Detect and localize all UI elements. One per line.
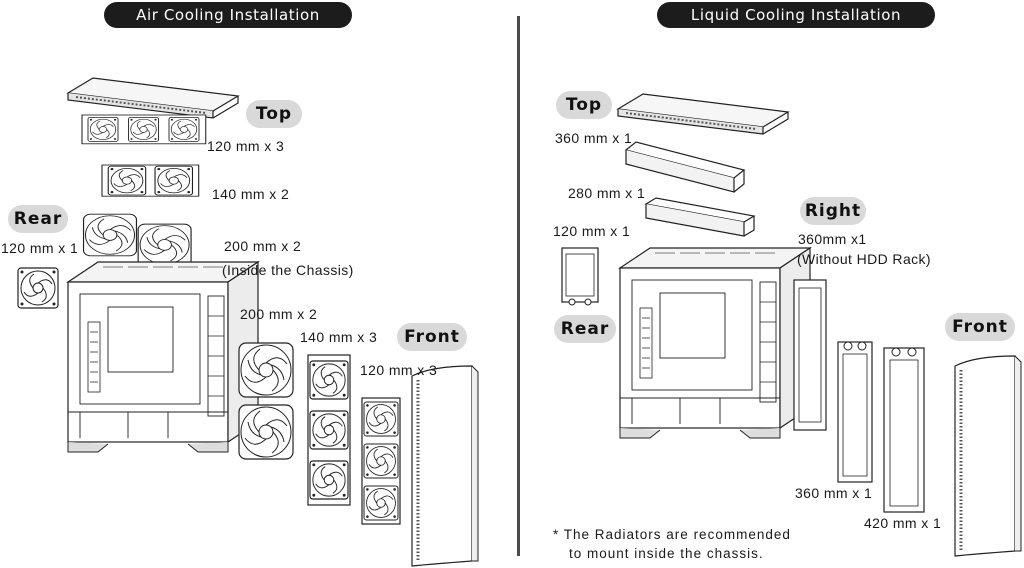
air-front-fan-200-label: 200 mm x 2 [240, 306, 318, 322]
air-front-fan-140-label: 140 mm x 3 [300, 329, 378, 345]
air-top-fan-120-label: 120 mm x 3 [207, 138, 285, 154]
liquid-front-label: Front [945, 313, 1015, 341]
liquid-top-panel [617, 93, 789, 135]
radiator-note-line-2: to mount inside the chassis. [569, 546, 764, 561]
air-front-label: Front [397, 323, 467, 351]
air-rear-label: Rear [8, 205, 68, 233]
air-front-fans-120 [361, 397, 401, 525]
air-chassis [67, 261, 259, 453]
air-front-fans-140 [307, 354, 351, 506]
air-top-fan-200-note: (Inside the Chassis) [222, 262, 354, 278]
section-divider [517, 16, 520, 556]
air-top-fan-140-label: 140 mm x 2 [212, 186, 290, 202]
air-front-panel [410, 364, 480, 568]
air-cooling-title: Air Cooling Installation [104, 2, 352, 28]
liquid-right-rad-label: 360mm x1 [798, 231, 867, 247]
air-front-fan-120-label: 120 mm x 3 [360, 362, 438, 378]
radiator-note-line-1: * The Radiators are recommended [553, 527, 791, 542]
liquid-top-rad-280-label: 280 mm x 1 [568, 185, 646, 201]
air-rear-fan-label: 120 mm x 1 [1, 240, 79, 256]
liquid-top-label: Top [556, 91, 612, 119]
liquid-front-rad-420-label: 420 mm x 1 [864, 515, 942, 531]
liquid-front-rad-360 [837, 341, 873, 483]
liquid-front-rad-420 [883, 347, 925, 513]
liquid-rear-label: Rear [554, 315, 616, 343]
liquid-rear-rad [561, 247, 599, 306]
air-top-fans-120 [81, 114, 207, 145]
liquid-top-rad-280 [644, 197, 756, 237]
air-top-panel [67, 77, 239, 119]
liquid-top-rad-360 [624, 141, 746, 193]
liquid-cooling-title: Liquid Cooling Installation [657, 2, 935, 28]
liquid-right-rad-note: (Without HDD Rack) [797, 251, 931, 267]
liquid-front-rad-360-label: 360 mm x 1 [795, 485, 873, 501]
air-top-label: Top [246, 100, 302, 128]
liquid-front-panel [953, 354, 1023, 558]
liquid-chassis [619, 247, 811, 439]
air-top-fan-200-label: 200 mm x 2 [224, 238, 302, 254]
liquid-right-label: Right [800, 197, 866, 225]
liquid-right-rad [793, 279, 827, 431]
liquid-rear-rad-label: 120 mm x 1 [553, 223, 631, 239]
air-top-fans-140 [101, 164, 200, 197]
liquid-top-rad-360-label: 360 mm x 1 [555, 130, 633, 146]
air-top-fans-200 [82, 213, 192, 267]
air-rear-fan [17, 267, 59, 309]
